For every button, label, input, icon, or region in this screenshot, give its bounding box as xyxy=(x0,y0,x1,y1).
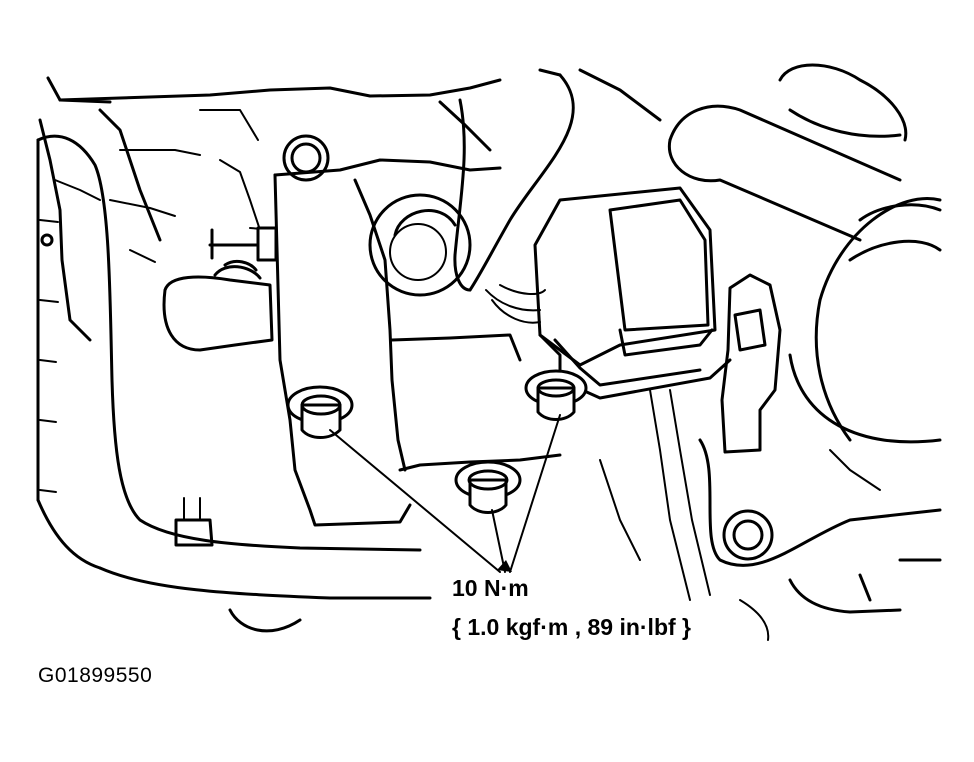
coolant-pipe xyxy=(36,134,432,600)
torque-alternate-units-label: { 1.0 kgf·m , 89 in·lbf } xyxy=(452,614,691,640)
bolt-right xyxy=(524,369,588,421)
electrical-connector xyxy=(485,186,732,400)
engine-body-outline xyxy=(38,76,502,342)
torque-value-label: 10 N·m xyxy=(452,575,529,601)
bolt-bottom xyxy=(454,460,522,514)
bolt-left xyxy=(286,385,354,439)
mounting-boss-top xyxy=(282,134,330,182)
lower-right-housing xyxy=(174,438,942,641)
vacuum-hose xyxy=(453,68,575,292)
mounting-plate xyxy=(649,273,782,601)
elbow-fitting xyxy=(162,259,274,352)
figure-id-label: G01899550 xyxy=(38,664,153,687)
housing-bracket xyxy=(208,100,562,527)
round-port xyxy=(368,193,472,297)
callout-leader-lines xyxy=(329,414,561,573)
upper-right-pipes xyxy=(578,63,942,444)
